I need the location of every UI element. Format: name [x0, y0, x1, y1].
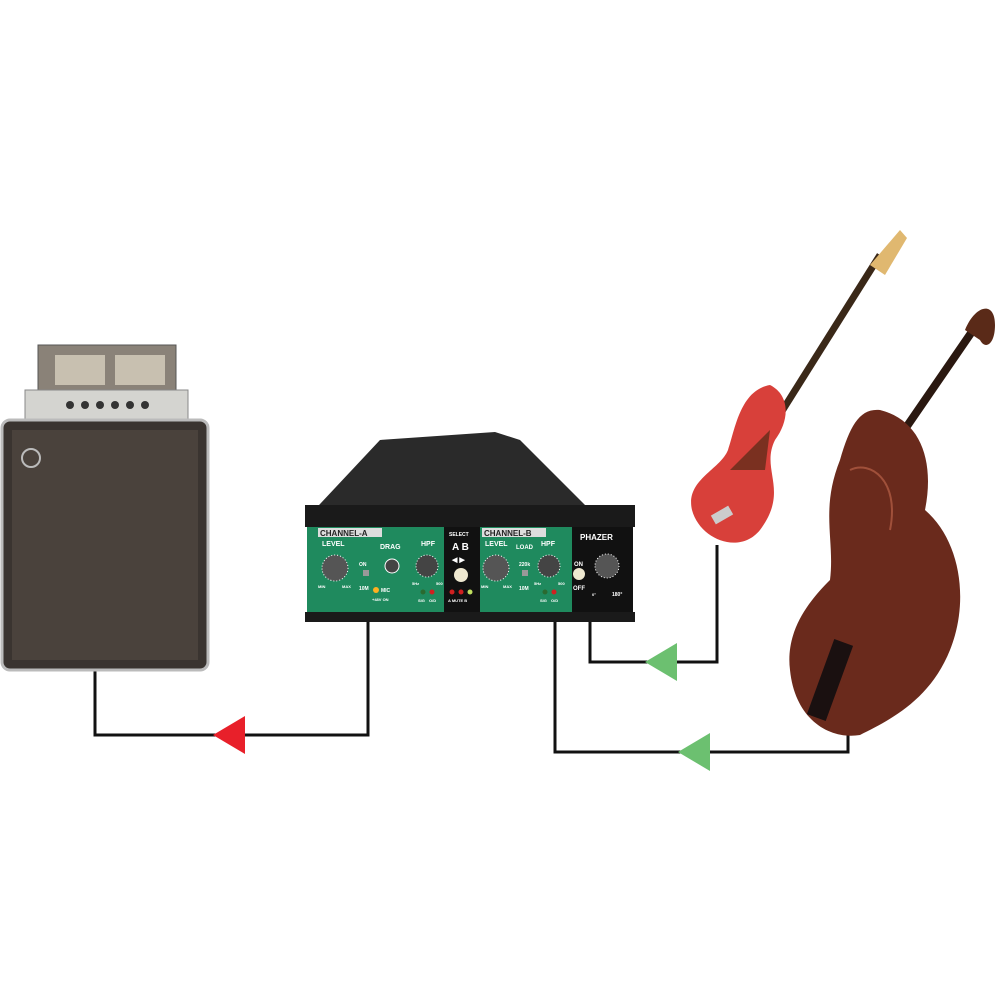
channel-b-sig-led: [542, 589, 548, 595]
mic-led: [373, 587, 379, 593]
drag-label: DRAG: [380, 544, 401, 551]
phazer-off-label: OFF: [573, 586, 585, 592]
drag-switch[interactable]: [363, 570, 369, 576]
channel-b-hpf-label: HPF: [541, 541, 556, 548]
select-ab-label: A B: [452, 542, 469, 553]
channel-a-od-label: O/D: [429, 598, 436, 603]
channel-b-level-knob[interactable]: [482, 554, 510, 582]
mic-label: MIC: [381, 588, 391, 594]
channel-b-min-label: MIN: [481, 584, 488, 589]
channel-a-level-knob[interactable]: [321, 554, 349, 582]
channel-b-max-label: MAX: [503, 584, 512, 589]
channel-a-min-label: MIN: [318, 584, 325, 589]
phazer-0-label: 0°: [592, 592, 596, 597]
channel-b-sig-label: SIG: [540, 598, 547, 603]
drag-trim-knob[interactable]: [384, 558, 400, 574]
electric-bass-guitar: [691, 230, 907, 543]
channel-b-hpf-max-label: 500: [558, 581, 565, 586]
bass-amp: [0, 344, 210, 672]
channel-b-label: CHANNEL-B: [484, 529, 532, 538]
load-switch[interactable]: [522, 570, 528, 576]
ampeg-logo: [21, 448, 41, 468]
load-label: LOAD: [516, 545, 534, 551]
channel-a-label: CHANNEL-A: [320, 529, 368, 538]
channel-b-hpf-min-label: 5Hz: [534, 581, 541, 586]
amp-head-panel: [24, 389, 189, 421]
mute-label: A MUTE B: [448, 598, 467, 603]
signal-arrow-green-icon: [678, 733, 710, 771]
upright-bass: [789, 308, 995, 736]
drag-on-label: ON: [359, 562, 367, 568]
load-10m-label: 10M: [519, 586, 529, 592]
phazer-180-label: 180°: [612, 592, 622, 598]
signal-arrow-red-icon: [213, 716, 245, 754]
channel-b-hpf-knob[interactable]: [537, 554, 561, 578]
phazer-label: PHAZER: [580, 533, 613, 542]
select-button[interactable]: [454, 568, 468, 582]
phazer-di-box: CHANNEL-A LEVEL MIN MAX DRAG ON 10M MIC …: [305, 432, 635, 622]
channel-a-sig-label: SIG: [418, 598, 425, 603]
channel-a-hpf-knob[interactable]: [415, 554, 439, 578]
channel-a-hpf-max-label: 500: [436, 581, 443, 586]
select-arrows-icon: ◀ ▶: [451, 557, 465, 564]
upright-bass-body: [789, 409, 961, 736]
channel-a-level-label: LEVEL: [322, 541, 345, 548]
channel-a-hpf-min-label: 5Hz: [412, 581, 419, 586]
signal-arrow-green-icon: [645, 643, 677, 681]
channel-b-od-led: [551, 589, 557, 595]
load-220k-label: 220k: [519, 562, 530, 568]
phazer-on-button[interactable]: [573, 568, 585, 580]
channel-a-10m-label: 10M: [359, 586, 369, 592]
channel-a-hpf-label: HPF: [421, 541, 436, 548]
upright-bass-scroll: [965, 308, 995, 345]
mute-led: [458, 589, 464, 595]
phazer-on-label: ON: [574, 562, 583, 568]
channel-b-level-label: LEVEL: [485, 541, 508, 548]
device-top-cover: [305, 432, 595, 520]
channel-a-od-led: [429, 589, 435, 595]
channel-a-max-label: MAX: [342, 584, 351, 589]
channel-b-od-label: O/D: [551, 598, 558, 603]
select-label: SELECT: [449, 532, 469, 538]
mute-a-led: [449, 589, 455, 595]
mute-b-led: [467, 589, 473, 595]
channel-a-sig-led: [420, 589, 426, 595]
bass-headstock: [870, 230, 907, 275]
phantom-power-label: +48V ON: [372, 597, 389, 602]
phazer-knob[interactable]: [594, 553, 620, 579]
